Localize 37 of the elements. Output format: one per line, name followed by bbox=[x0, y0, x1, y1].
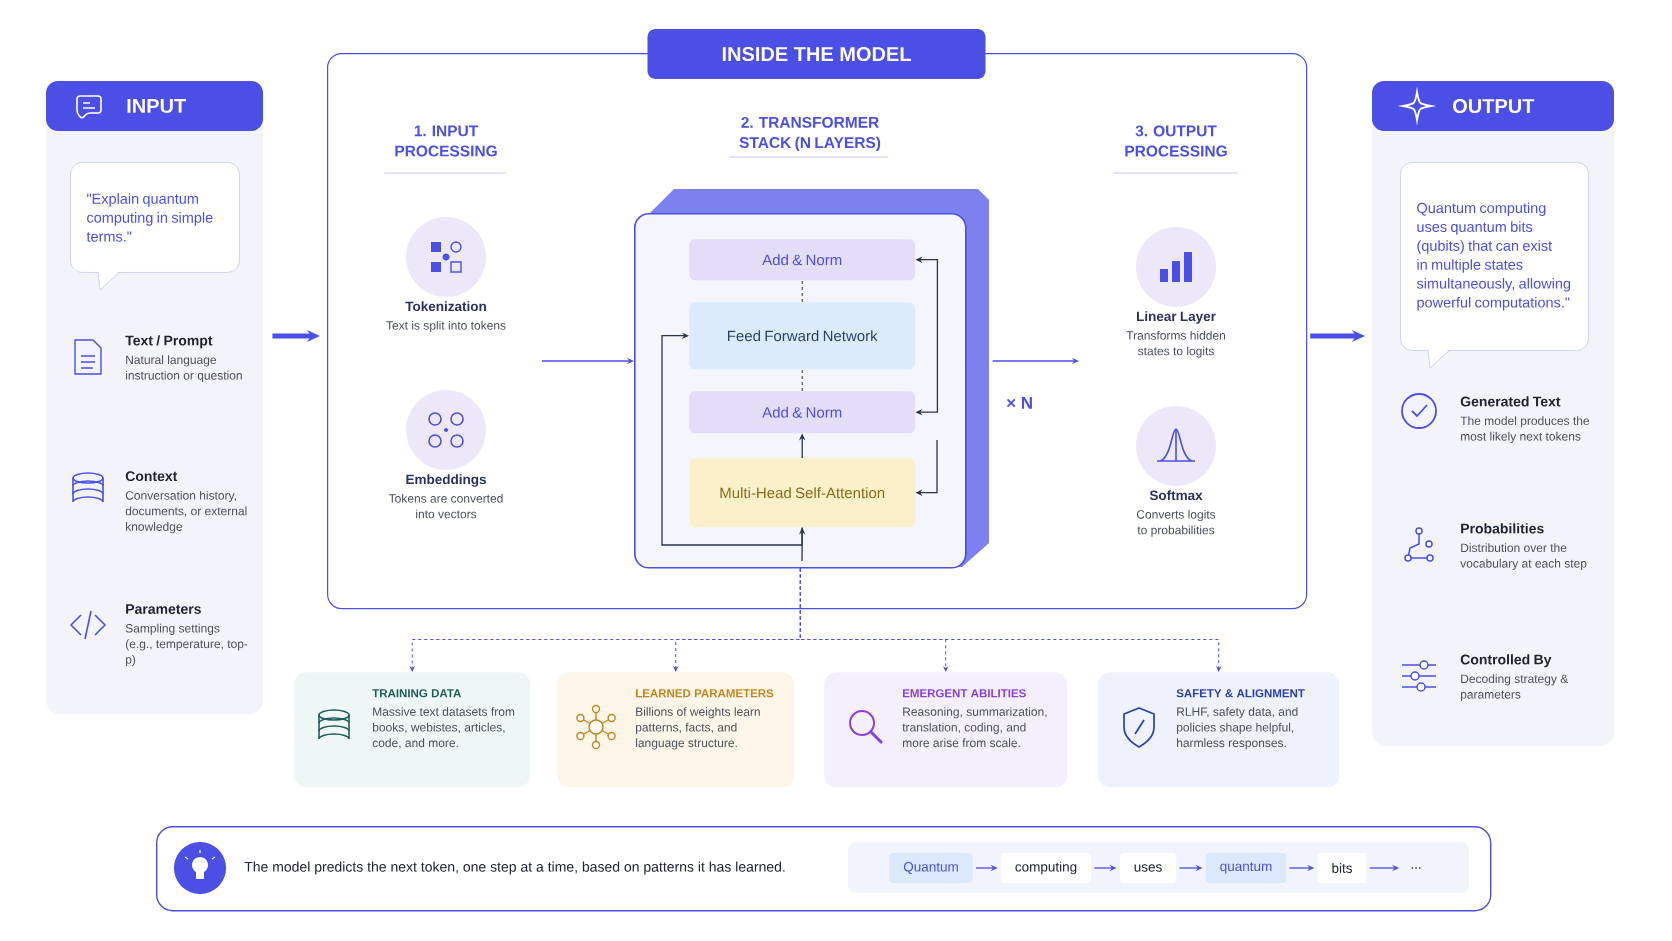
token-chip: uses bbox=[1119, 853, 1177, 883]
list-item: Generated Text The model produces the most likely next tokens bbox=[1460, 396, 1590, 444]
repeat-label: × N bbox=[1006, 396, 1032, 409]
ellipsis-text: ... bbox=[1411, 867, 1421, 869]
info-card: LEARNED PARAMETERS Billions of weights learn patterns, facts, and language structure. bbox=[557, 672, 795, 788]
info-card: TRAINING DATA Massive text datasets from books, webistes, articles, code, and more. bbox=[294, 672, 531, 788]
info-card: EMERGENT ABILITIES Reasoning, summarization, translation, coding, and more arise from scale. bbox=[824, 672, 1068, 788]
layer-block: Add & Norm bbox=[689, 239, 916, 281]
panel-header: OUTPUT bbox=[1372, 81, 1614, 131]
connector-line bbox=[801, 368, 803, 392]
token-chip: Quantum bbox=[889, 853, 973, 883]
step-label: Tokenization Text is split into tokens bbox=[386, 301, 506, 333]
info-card: SAFETY & ALIGNMENT RLHF, safety data, and policies shape helpful, harmless responses. bbox=[1098, 672, 1340, 788]
speech-bubble: "Explain quantum computing in simple terms." bbox=[70, 162, 240, 291]
section-heading: 1. INPUT PROCESSING bbox=[395, 125, 497, 157]
token-chip: computing bbox=[1000, 853, 1092, 883]
panel-header: INPUT bbox=[46, 81, 263, 131]
list-item: Context Conversation history, documents, or external knowledge bbox=[125, 471, 247, 534]
layer-block: Feed Forward Network bbox=[689, 302, 916, 370]
list-item: Probabilities Distribution over the vocabulary at each step bbox=[1460, 523, 1587, 571]
step-label: Linear Layer Transforms hidden states to logits bbox=[1126, 311, 1225, 358]
list-item: Text / Prompt Natural language instruction or question bbox=[125, 335, 242, 383]
arrow bbox=[799, 568, 1221, 672]
layer-block: Add & Norm bbox=[689, 391, 916, 434]
list-item: Parameters Sampling settings (e.g., temperature, top-p) bbox=[125, 604, 248, 667]
step-label: Embeddings Tokens are converted into vectors bbox=[388, 474, 503, 519]
arrow bbox=[661, 332, 803, 546]
step-label: Softmax Converts logits to probabilities bbox=[1136, 490, 1216, 537]
speech-bubble: Quantum computing uses quantum bits (qubits) that can exist in multiple states simultaneously, allowing powerful computations." bbox=[1400, 162, 1589, 369]
section-heading: 2. TRANSFORMER STACK (N LAYERS) bbox=[739, 116, 881, 152]
title-banner: INSIDE THE MODEL bbox=[647, 29, 986, 79]
layer-block: Multi-Head Self-Attention bbox=[689, 458, 916, 528]
connector-line bbox=[801, 279, 803, 303]
token-chip: bits bbox=[1317, 853, 1367, 883]
section-heading: 3. OUTPUT PROCESSING bbox=[1125, 125, 1227, 157]
token-chip: quantum bbox=[1205, 853, 1287, 883]
list-item: Controlled By Decoding strategy & parameters bbox=[1460, 654, 1569, 702]
